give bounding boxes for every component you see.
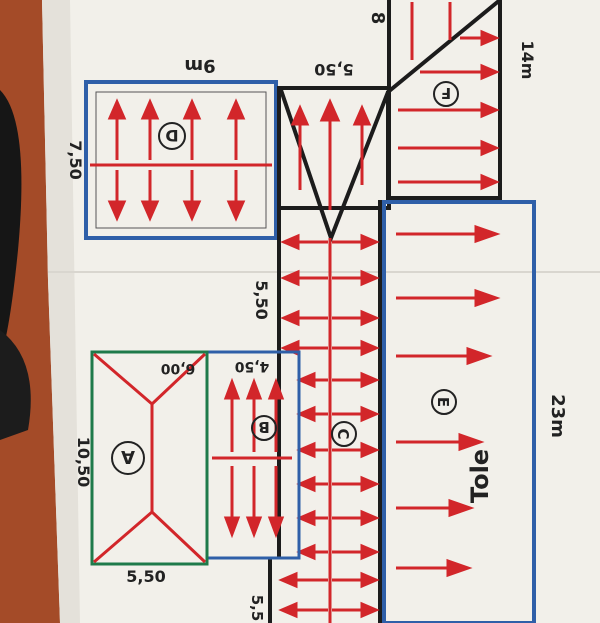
section-a-top-label: 6,00 [160,360,195,376]
dark-object [0,90,22,360]
section-c-letter: C [334,428,352,439]
section-f-letter: F [441,84,451,102]
section-d-letter: D [165,126,178,145]
section-b-letter: B [258,418,269,436]
section-c-circle [331,421,357,447]
section-f-length-label: 14m [518,41,537,80]
section-a-width-label: 5,50 [126,567,165,586]
section-e-letter: E [434,397,452,407]
section-e-material-label: Tole [466,449,494,503]
paper-sheet [42,0,600,623]
section-f-outline [386,0,502,200]
section-a-hip-lines [93,352,207,564]
section-d-inner [95,91,267,229]
paper-shade [42,0,80,623]
section-b-width-label: 4,50 [234,358,269,374]
corridor-top-label: 5,50 [314,60,353,79]
section-d-width-label: 9m [184,55,215,76]
section-d-outline [84,80,278,240]
section-e-outline [382,200,536,623]
section-d-arrows [107,98,246,222]
bottom-edge-label: 5,5 [248,595,266,622]
section-d-circle [158,122,186,150]
section-e-length-label: 23m [547,394,568,438]
section-a-letter: A [121,446,135,467]
section-e-arrows [396,224,501,578]
section-a-circle [111,441,145,475]
corridor-width-label: 5,50 [252,280,271,319]
section-e-circle [431,389,457,415]
top-edge-label: 8 [367,12,388,25]
dark-object-lower [0,330,31,440]
section-a-height-label: 10,50 [74,437,93,488]
section-f-arrows [398,2,500,191]
top-structure-arrows [290,98,372,210]
section-a-outline [90,350,209,566]
section-b-circle [251,415,277,441]
section-d-height-label: 7,50 [66,140,85,179]
section-b-arrows [223,377,285,539]
section-f-circle [433,81,459,107]
